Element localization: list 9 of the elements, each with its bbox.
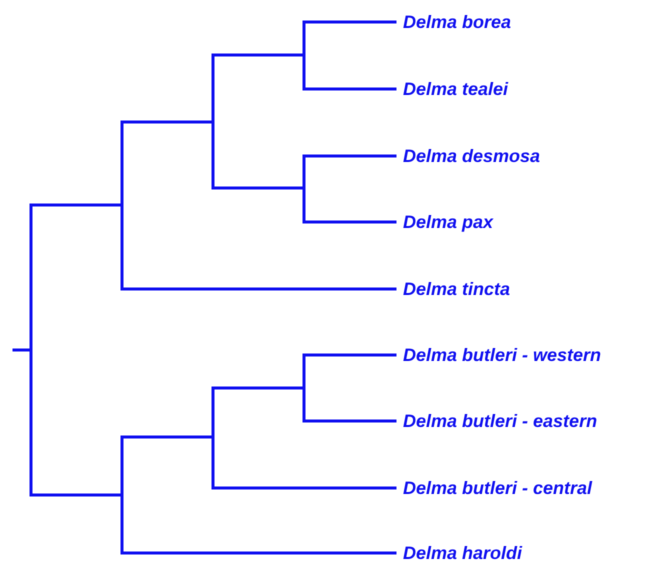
- species-label: Delma butleri - central: [403, 477, 592, 500]
- species-label: Delma tealei: [403, 78, 508, 101]
- species-label: Delma tincta: [403, 278, 510, 301]
- species-label: Delma butleri - eastern: [403, 410, 598, 433]
- species-label: Delma borea: [403, 11, 512, 34]
- species-label: Delma pax: [403, 211, 494, 234]
- species-label: Delma haroldi: [403, 542, 522, 563]
- species-label: Delma butleri - western: [403, 344, 602, 367]
- species-label: Delma desmosa: [403, 145, 540, 168]
